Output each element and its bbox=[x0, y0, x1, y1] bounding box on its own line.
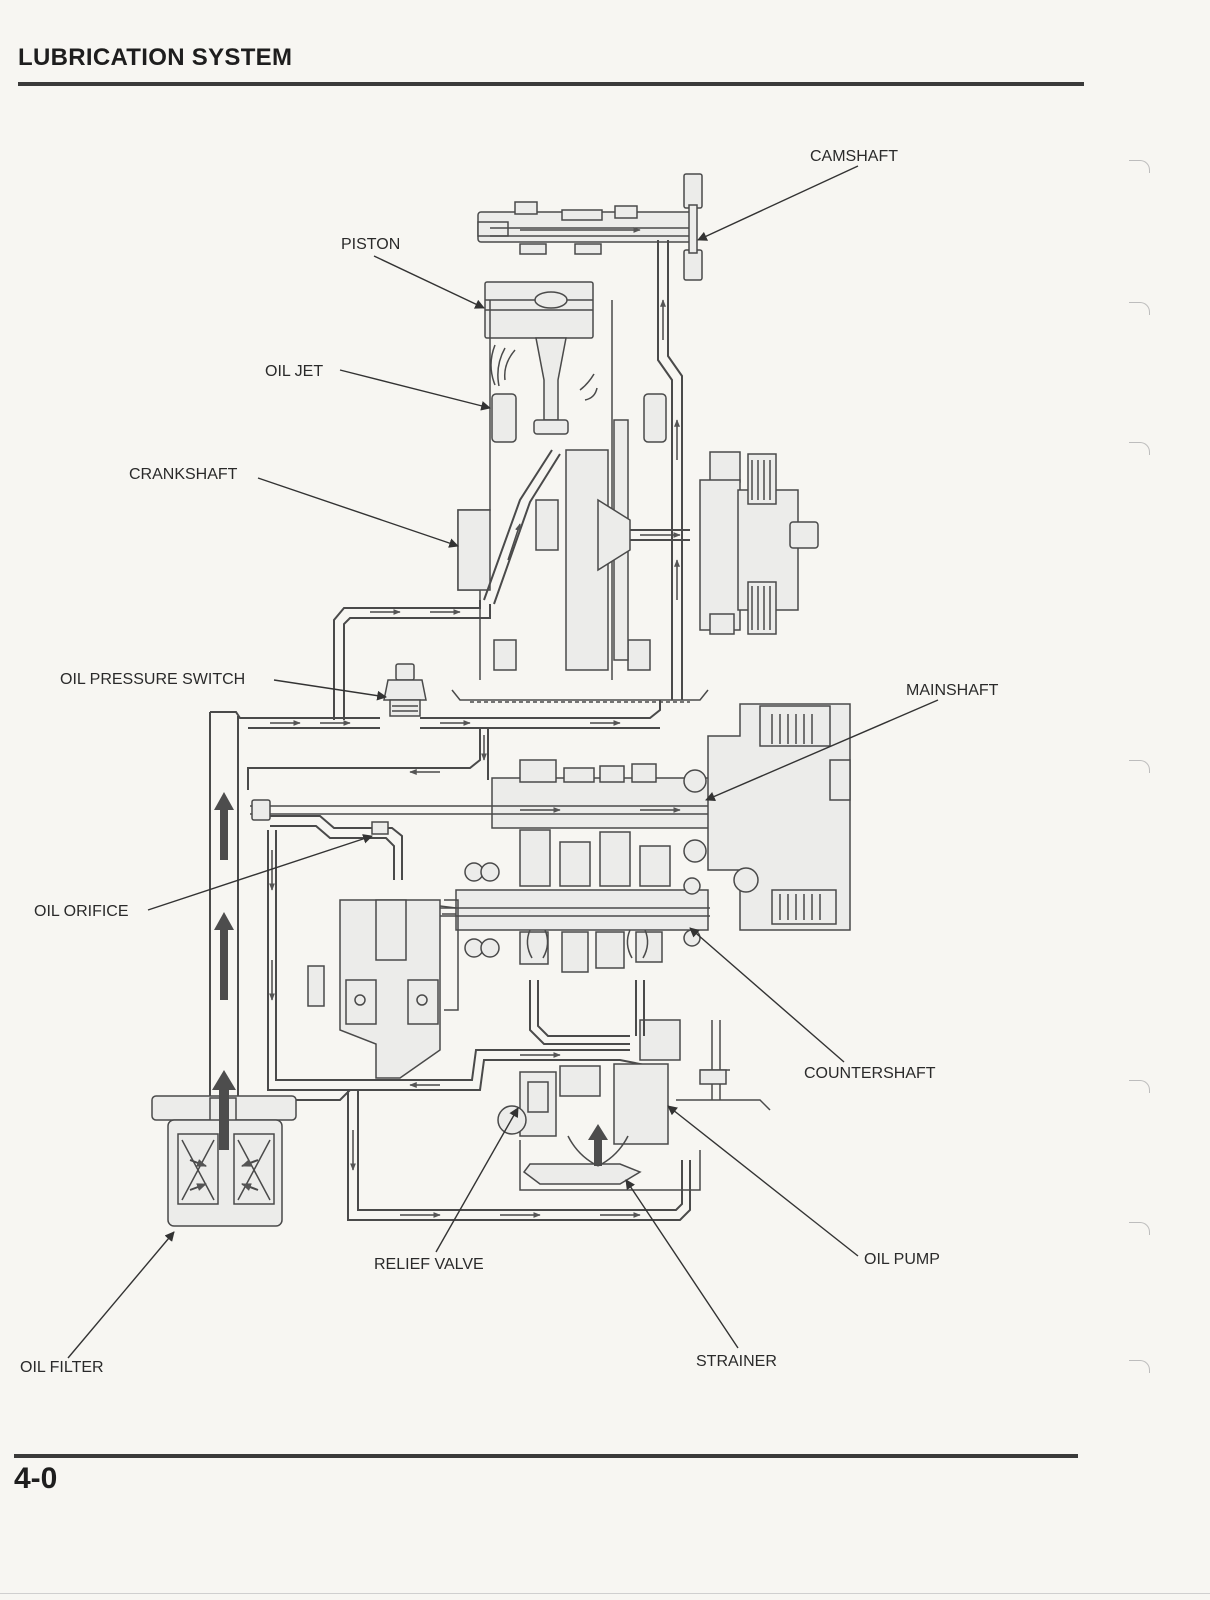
label-mainshaft: MAINSHAFT bbox=[906, 682, 999, 699]
binder-mark bbox=[1129, 1360, 1150, 1373]
oil-pressure-switch bbox=[383, 663, 427, 717]
binder-mark bbox=[1129, 442, 1150, 455]
label-oil-pressure-switch: OIL PRESSURE SWITCH bbox=[60, 671, 245, 688]
camshaft-assembly bbox=[477, 173, 703, 281]
orifice-passage bbox=[251, 799, 403, 1091]
head-oil-passage bbox=[657, 240, 683, 700]
label-oil-pump: OIL PUMP bbox=[864, 1251, 940, 1268]
binder-mark bbox=[1129, 760, 1150, 773]
mainshaft-clutch bbox=[707, 703, 851, 931]
callout-strainer: STRAINER bbox=[625, 1179, 777, 1370]
label-oil-orifice: OIL ORIFICE bbox=[34, 903, 129, 920]
primary-clutch bbox=[699, 451, 819, 635]
scan-edge bbox=[0, 1593, 1210, 1594]
main-oil-gallery bbox=[209, 600, 661, 1100]
piston bbox=[484, 281, 598, 435]
oil-pump-assembly bbox=[340, 980, 771, 1191]
callout-oil-orifice: OIL ORIFICE bbox=[34, 834, 373, 920]
binder-mark bbox=[1129, 160, 1150, 173]
page-number: 4-0 bbox=[14, 1462, 58, 1495]
crankcase-upper bbox=[457, 300, 690, 680]
callout-countershaft: COUNTERSHAFT bbox=[689, 927, 936, 1082]
binder-mark bbox=[1129, 302, 1150, 315]
transmission bbox=[250, 759, 850, 973]
label-relief-valve: RELIEF VALVE bbox=[374, 1256, 484, 1273]
label-oil-jet: OIL JET bbox=[265, 363, 323, 380]
label-crankshaft: CRANKSHAFT bbox=[129, 466, 238, 483]
callout-camshaft: CAMSHAFT bbox=[697, 148, 898, 241]
label-strainer: STRAINER bbox=[696, 1353, 777, 1370]
oil-filter bbox=[151, 1070, 691, 1227]
binder-mark bbox=[1129, 1080, 1150, 1093]
callout-oil-jet: OIL JET bbox=[265, 363, 491, 411]
callout-relief-valve: RELIEF VALVE bbox=[374, 1107, 519, 1273]
callout-crankshaft: CRANKSHAFT bbox=[129, 466, 459, 548]
callout-oil-pump: OIL PUMP bbox=[667, 1105, 940, 1268]
footer-rule bbox=[14, 1454, 1078, 1458]
header-rule bbox=[18, 82, 1084, 86]
page-title: LUBRICATION SYSTEM bbox=[18, 44, 293, 71]
callout-piston: PISTON bbox=[341, 236, 485, 309]
flow-arrows-left-riser bbox=[214, 792, 234, 1000]
label-camshaft: CAMSHAFT bbox=[810, 148, 898, 165]
callout-oil-pressure-switch: OIL PRESSURE SWITCH bbox=[60, 671, 387, 701]
label-oil-filter: OIL FILTER bbox=[20, 1359, 104, 1376]
callout-mainshaft: MAINSHAFT bbox=[705, 682, 999, 802]
crankcase-oil-level bbox=[451, 689, 709, 703]
lower-crankcase bbox=[307, 899, 459, 1079]
label-countershaft: COUNTERSHAFT bbox=[804, 1065, 936, 1082]
binder-mark bbox=[1129, 1222, 1150, 1235]
label-piston: PISTON bbox=[341, 236, 400, 253]
callout-oil-filter: OIL FILTER bbox=[20, 1231, 175, 1376]
